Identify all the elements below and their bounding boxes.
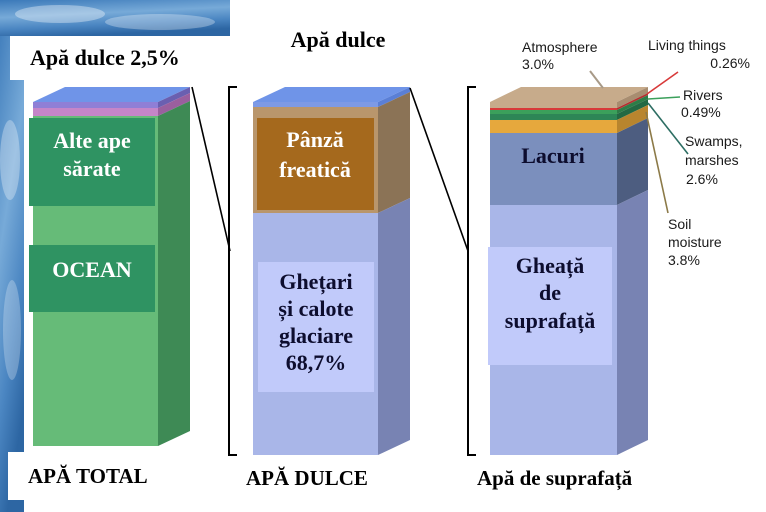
lakes-label: Lacuri: [521, 143, 585, 168]
segment-rivers-side: [617, 95, 648, 114]
groundwater-label-box: [257, 118, 374, 210]
ocean-label-box: [29, 245, 155, 312]
segment-other-saline-front: [33, 108, 158, 116]
ocean-label: OCEAN: [52, 257, 132, 282]
bracket-fresh: [228, 86, 237, 456]
callout-atmosphere-leader: [589, 70, 604, 89]
callout-soil-moisture-value: 3.8%: [668, 252, 700, 268]
segment-swamps-front: [490, 114, 617, 120]
glaciers-label-line: glaciare: [279, 323, 353, 348]
column-fresh-water: Pânză freatică Ghețari și calote glaciar…: [253, 87, 410, 455]
segment-atmosphere-side: [617, 87, 648, 108]
saline-label-box: [29, 118, 155, 206]
segment-lakes-front: [490, 133, 617, 205]
groundwater-label-line: Pânză: [286, 127, 343, 152]
sky-strip-left: [0, 0, 24, 512]
groundwater-label-line: freatică: [279, 157, 351, 182]
segment-glaciers-side: [378, 198, 410, 455]
callout-rivers-leader: [647, 96, 681, 100]
callout-rivers-name: Rivers: [683, 87, 723, 103]
callout-living-things-leader: [646, 71, 679, 95]
callout-living-things-name: Living things: [648, 37, 726, 53]
segment-fresh-front: [33, 102, 158, 108]
fresh-share-label: Apă dulce 2,5%: [30, 45, 180, 70]
column-fresh-caption: APĂ DULCE: [246, 466, 368, 490]
cloud-wisp: [3, 280, 21, 380]
segment-fresh-top-strip-side: [378, 87, 410, 107]
segment-rivers-front: [490, 110, 617, 114]
segment-soil-moisture-side: [617, 105, 648, 133]
callout-soil-moisture-name: Soil: [668, 216, 691, 232]
callout-rivers: Rivers 0.49%: [647, 87, 723, 120]
cloud-wisp: [0, 120, 20, 200]
column-total-top-face: [33, 87, 190, 102]
segment-living-things-front: [490, 108, 617, 110]
callout-soil-moisture-name: moisture: [668, 234, 722, 250]
glaciers-label-line: Ghețari: [279, 269, 352, 295]
glaciers-label-box: [258, 262, 374, 392]
bracket-surface: [467, 86, 476, 456]
cloud-wisp: [15, 5, 105, 23]
segment-ocean-side: [158, 101, 190, 446]
saline-label-line: sărate: [63, 156, 121, 181]
callout-swamps: Swamps, marshes 2.6%: [647, 102, 743, 187]
column-fresh-top-face: [253, 87, 410, 102]
callout-swamps-name: Swamps,: [685, 133, 743, 149]
saline-label-line: Alte ape: [53, 128, 131, 153]
segment-fresh-side: [158, 87, 190, 108]
ground-ice-label-box: [488, 247, 612, 365]
zoom-line-total-to-fresh: [191, 86, 231, 252]
callout-atmosphere-value: 3.0%: [522, 56, 554, 72]
ground-ice-label-line: suprafață: [505, 308, 595, 334]
segment-living-things-side: [617, 93, 648, 110]
total-caption-box: [8, 452, 226, 500]
callout-living-things: Living things 0.26%: [646, 37, 750, 95]
segment-soil-moisture-front: [490, 120, 617, 133]
ground-ice-label-line: de: [539, 280, 561, 305]
column-total-caption: APĂ TOTAL: [28, 464, 148, 488]
column-total-water: Alte ape sărate OCEAN: [29, 87, 190, 446]
segment-fresh-top-strip: [253, 102, 378, 107]
callout-soil-moisture-leader: [645, 111, 669, 214]
cloud-wisp: [105, 14, 215, 30]
callout-living-things-value: 0.26%: [710, 55, 750, 71]
fresh-water-title: Apă dulce: [291, 27, 386, 52]
callout-swamps-value: 2.6%: [686, 171, 718, 187]
column-surface-water: Lacuri Gheață de suprafață: [488, 87, 648, 455]
callout-swamps-name: marshes: [685, 152, 739, 168]
ground-ice-label-line: Gheață: [516, 253, 584, 279]
zoom-line-fresh-to-surface: [409, 87, 469, 252]
callout-swamps-leader: [647, 102, 689, 155]
sky-texture: [0, 0, 230, 512]
column-surface-caption: Apă de suprafață: [477, 466, 633, 491]
callout-soil-moisture: Soil moisture 3.8%: [645, 111, 722, 268]
column-surface-top-face: [490, 87, 648, 102]
callout-rivers-value: 0.49%: [681, 104, 721, 120]
callout-atmosphere-name: Atmosphere: [522, 39, 598, 55]
segment-groundwater-side: [378, 92, 410, 213]
glaciers-label-line: și calote: [278, 296, 353, 322]
segment-atmosphere-front: [490, 102, 617, 108]
fresh-share-label-box: [10, 36, 224, 80]
sky-strip-top: [0, 0, 230, 36]
segment-swamps-side: [617, 99, 648, 120]
segment-lakes-side: [617, 118, 648, 205]
glaciers-label-value: 68,7%: [286, 350, 347, 375]
segment-ground-ice-side: [617, 190, 648, 455]
segment-other-saline-side: [158, 93, 190, 116]
callout-atmosphere: Atmosphere 3.0%: [522, 39, 604, 89]
